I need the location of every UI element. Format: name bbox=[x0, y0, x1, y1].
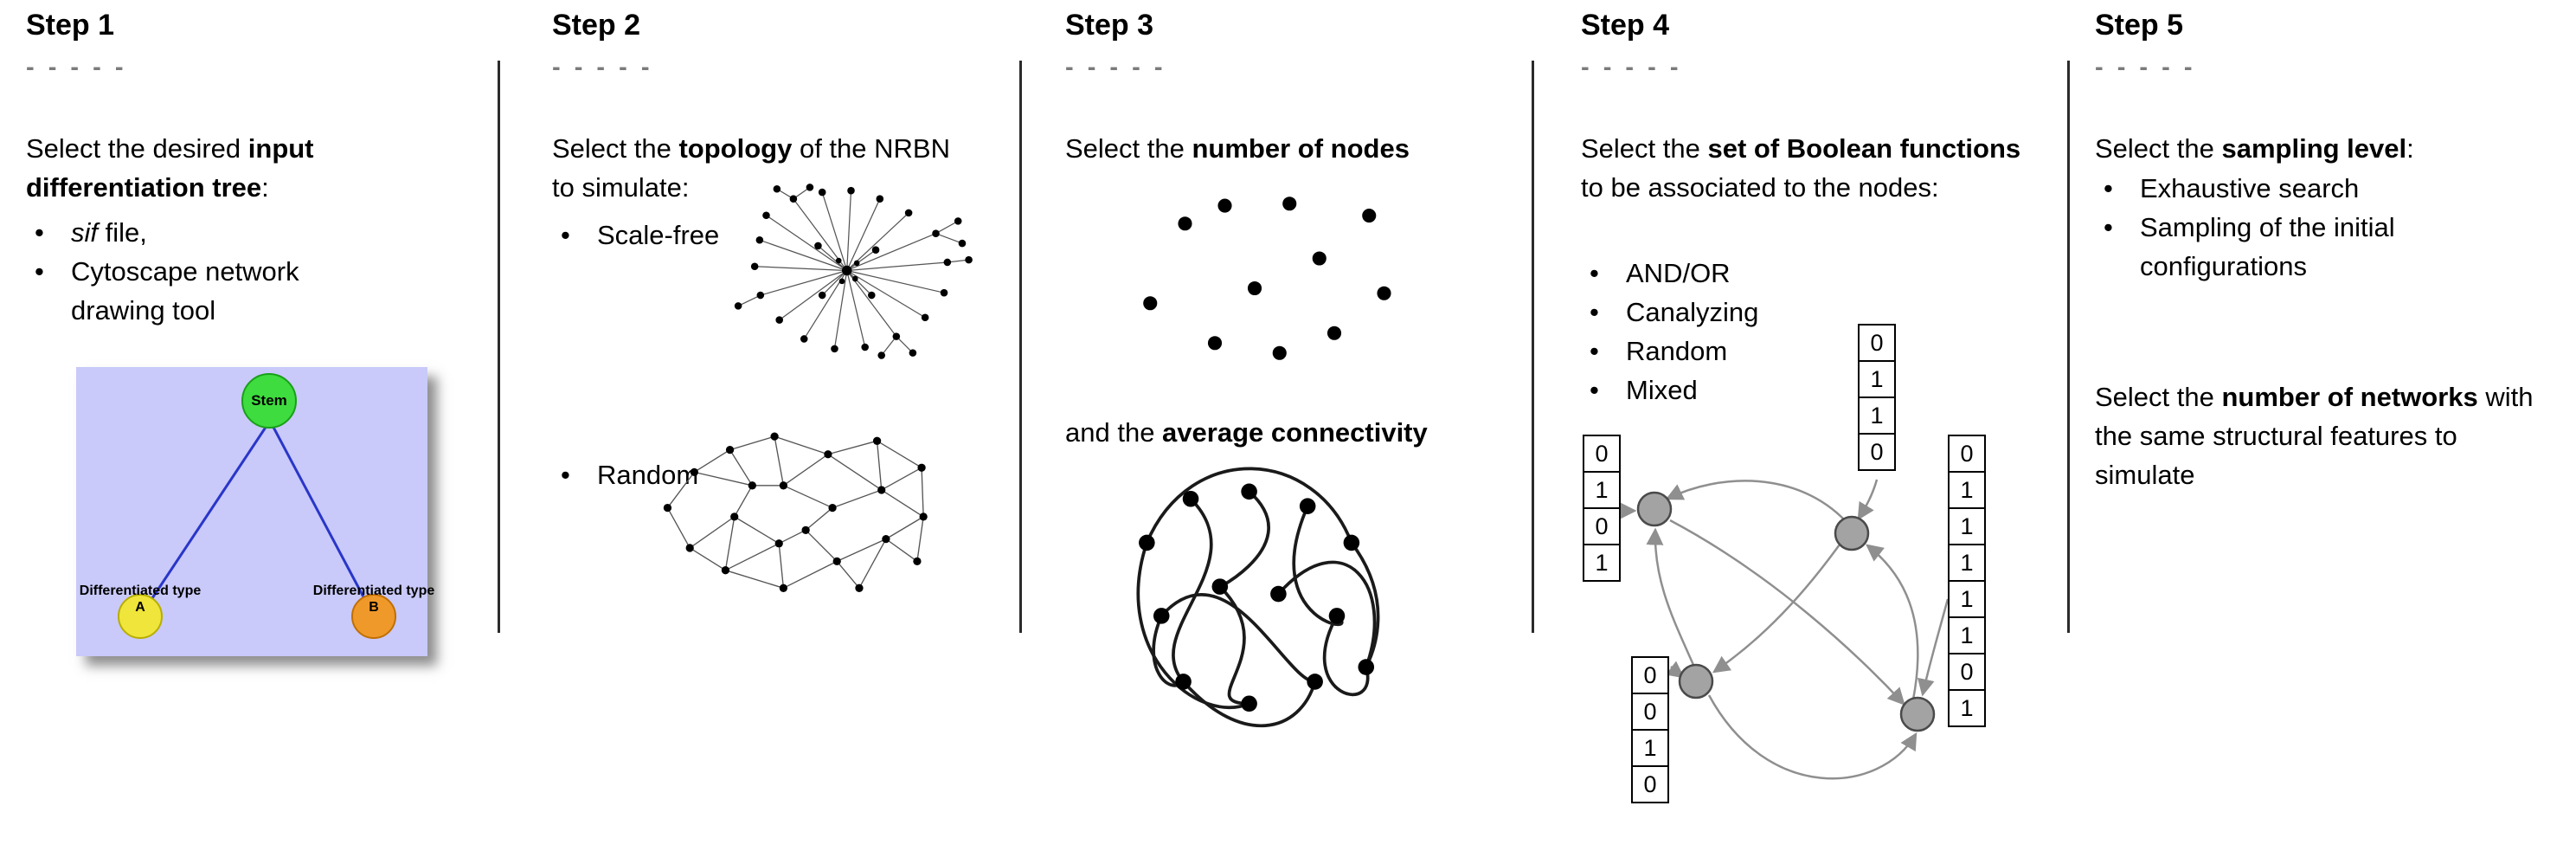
step-5-title: Step 5 bbox=[2095, 9, 2184, 42]
boolean-network-graphic bbox=[1619, 479, 1950, 780]
truth-table-cell: 1 bbox=[1631, 729, 1669, 767]
nodes-dots-graphic bbox=[1143, 197, 1391, 360]
step-2-instruction: Select the topology of the NRBN to simul… bbox=[552, 133, 950, 203]
step-2-column: Step 2 - - - - - Select the topology of … bbox=[552, 0, 1006, 851]
step-3-instruction-nodes: Select the number of nodes bbox=[1065, 133, 1410, 164]
truth-table-cell: 0 bbox=[1631, 656, 1669, 694]
column-divider-1 bbox=[498, 61, 500, 633]
column-divider-2 bbox=[1019, 61, 1022, 633]
truth-table-cell: 1 bbox=[1583, 471, 1621, 509]
step-5-dashes: - - - - - bbox=[2095, 54, 2196, 81]
truth-table-cell: 0 bbox=[1858, 324, 1896, 362]
truth-table-cell: 1 bbox=[1948, 507, 1986, 545]
truth-table-cell: 0 bbox=[1948, 435, 1986, 473]
connectivity-network-graphic bbox=[1136, 467, 1380, 727]
stem-node-label: Stem bbox=[251, 392, 287, 409]
scale-free-network-graphic bbox=[734, 184, 973, 359]
step-2-dashes: - - - - - bbox=[552, 54, 653, 81]
step-1-options-list: sif file, Cytoscape network drawing tool bbox=[26, 214, 312, 331]
step-3-dashes: - - - - - bbox=[1065, 54, 1166, 81]
step-1-title: Step 1 bbox=[26, 9, 115, 42]
step-3-title: Step 3 bbox=[1065, 9, 1154, 42]
step-5-column: Step 5 - - - - - Select the sampling lev… bbox=[2095, 0, 2569, 851]
truth-table-cell: 1 bbox=[1858, 360, 1896, 398]
list-item-random-functions: Random bbox=[1581, 332, 1866, 371]
truth-table-top: 0 1 1 0 bbox=[1858, 324, 1896, 471]
list-item-sif-file: sif file, bbox=[26, 214, 312, 253]
truth-table-cell: 0 bbox=[1631, 765, 1669, 803]
step-2-title: Step 2 bbox=[552, 9, 641, 42]
list-item-exhaustive-search: Exhaustive search bbox=[2095, 170, 2441, 209]
step-1-dashes: - - - - - bbox=[26, 54, 127, 81]
list-item-mixed: Mixed bbox=[1581, 371, 1866, 410]
step-3-instruction-connectivity: and the average connectivity bbox=[1065, 417, 1428, 448]
differentiated-type-b-label: Differentiated type B bbox=[312, 583, 435, 615]
list-item-and-or: AND/OR bbox=[1581, 255, 1866, 293]
truth-table-bottom-left: 0 0 1 0 bbox=[1631, 656, 1669, 803]
truth-table-cell: 1 bbox=[1948, 471, 1986, 509]
step-4-instruction: Select the set of Boolean functions to b… bbox=[1581, 133, 2021, 203]
emphasis: set of Boolean functions bbox=[1707, 133, 2021, 164]
step-4-title: Step 4 bbox=[1581, 9, 1670, 42]
list-item-random: Random bbox=[552, 456, 822, 495]
truth-table-left: 0 1 0 1 bbox=[1583, 435, 1621, 582]
differentiation-tree-figure: Stem Differentiated type A Differentiate… bbox=[76, 367, 434, 656]
truth-table-cell: 1 bbox=[1858, 396, 1896, 435]
list-item-cytoscape: Cytoscape network drawing tool bbox=[26, 253, 312, 331]
step-3-column: Step 3 - - - - - Select the number of no… bbox=[1065, 0, 1532, 851]
emphasis: sampling level bbox=[2221, 133, 2407, 164]
differentiated-type-a-label: Differentiated type A bbox=[79, 583, 202, 615]
truth-table-cell: 0 bbox=[1583, 435, 1621, 473]
step-1-instruction: Select the desired input differentiation… bbox=[26, 133, 314, 203]
truth-table-cell: 1 bbox=[1948, 580, 1986, 618]
truth-table-cell: 0 bbox=[1631, 693, 1669, 731]
tree-edges-graphic bbox=[138, 420, 376, 617]
emphasis: number of nodes bbox=[1192, 133, 1410, 164]
stem-node: Stem bbox=[241, 373, 297, 429]
list-item-sampling-initial-configurations: Sampling of the initial configurations bbox=[2095, 209, 2441, 287]
differentiated-type-b-node bbox=[351, 594, 396, 639]
truth-table-cell: 1 bbox=[1583, 544, 1621, 582]
step-1-column: Step 1 - - - - - Select the desired inpu… bbox=[26, 0, 467, 851]
differentiated-type-a-node bbox=[118, 594, 163, 639]
truth-table-cell: 1 bbox=[1948, 544, 1986, 582]
truth-table-cell: 0 bbox=[1858, 433, 1896, 471]
truth-table-cell: 0 bbox=[1948, 653, 1986, 691]
truth-table-cell: 1 bbox=[1948, 616, 1986, 654]
step-4-dashes: - - - - - bbox=[1581, 54, 1682, 81]
list-item-scale-free: Scale-free bbox=[552, 216, 822, 255]
random-network-graphic bbox=[663, 432, 928, 592]
step-4-options-list: AND/OR Canalyzing Random Mixed bbox=[1581, 255, 1866, 410]
boolean-network-figure: 0 1 1 0 0 1 0 1 0 0 1 0 0 1 1 1 bbox=[1581, 322, 2040, 851]
step-5-options-list: Exhaustive search Sampling of the initia… bbox=[2095, 170, 2441, 287]
step-5-instruction: Select the sampling level: bbox=[2095, 133, 2414, 164]
emphasis: average connectivity bbox=[1162, 417, 1428, 448]
emphasis: input differentiation tree bbox=[26, 133, 314, 203]
truth-table-right: 0 1 1 1 1 1 0 1 bbox=[1948, 435, 1986, 727]
emphasis: topology bbox=[678, 133, 793, 164]
step-5-networks-note: Select the number of networks with the s… bbox=[2095, 382, 2534, 490]
emphasis: number of networks bbox=[2221, 382, 2478, 412]
step-4-column: Step 4 - - - - - Select the set of Boole… bbox=[1581, 0, 2065, 851]
column-divider-3 bbox=[1532, 61, 1534, 633]
column-divider-4 bbox=[2067, 61, 2070, 633]
boolean-network-nodes bbox=[1636, 491, 1936, 732]
truth-table-cell: 0 bbox=[1583, 507, 1621, 545]
list-item-canalyzing: Canalyzing bbox=[1581, 293, 1866, 332]
truth-table-cell: 1 bbox=[1948, 689, 1986, 727]
